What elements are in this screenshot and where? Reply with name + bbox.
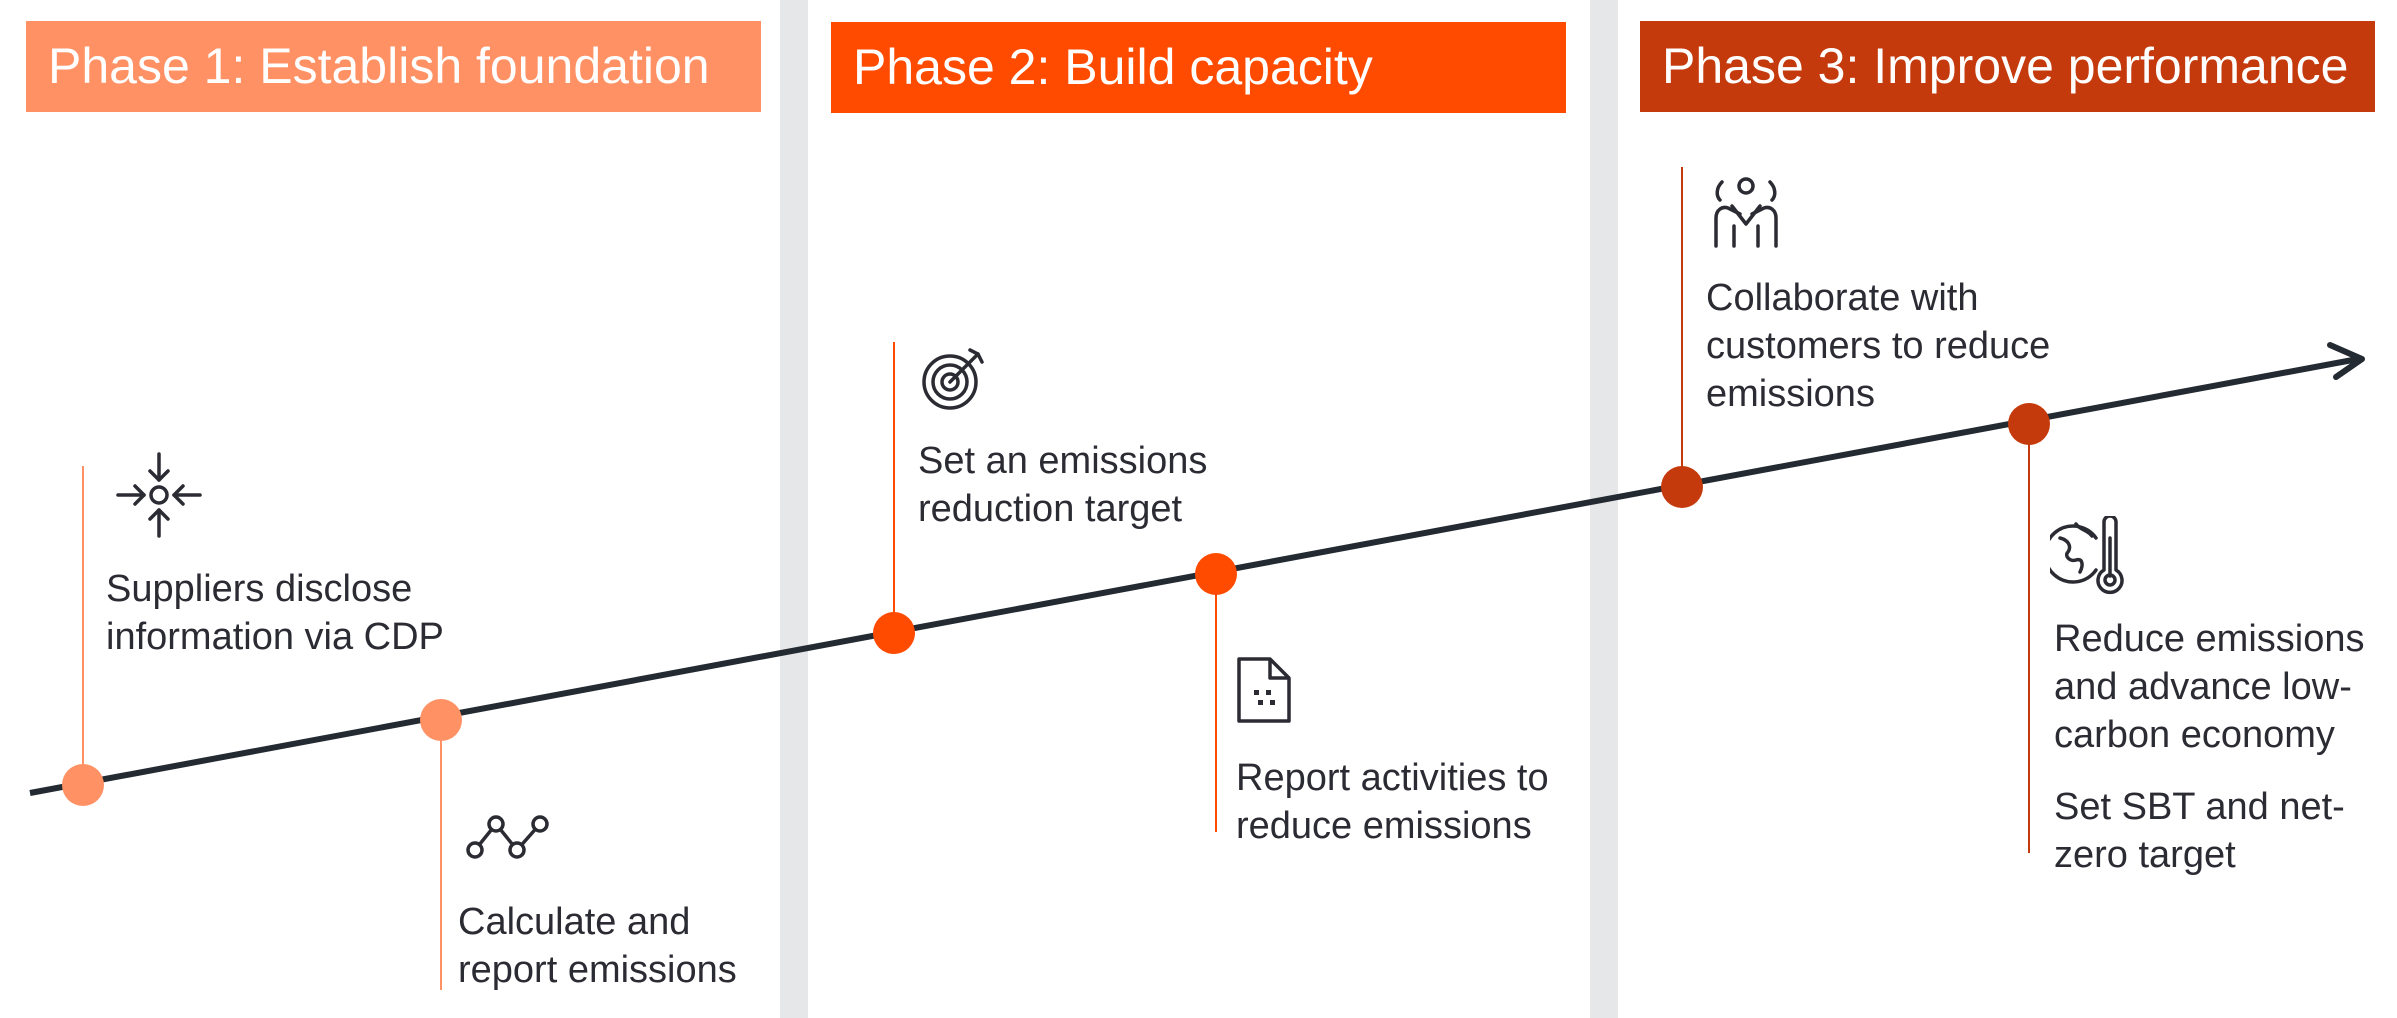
target-icon xyxy=(922,348,984,410)
step-reduce-emissions: Reduce emissions and advance low-carbon … xyxy=(2054,618,2365,756)
milestone-dot-3 xyxy=(873,612,915,654)
phase-divider-1 xyxy=(780,0,808,1018)
milestone-dot-6 xyxy=(2008,403,2050,445)
step-report-activities: Report activities to reduce emissions xyxy=(1236,757,1549,847)
phase-3-header: Phase 3: Improve performance xyxy=(1640,21,2375,112)
milestone-dot-4 xyxy=(1195,553,1237,595)
people-collaborate-icon xyxy=(1714,177,1778,248)
milestone-dot-1 xyxy=(62,764,104,806)
arrows-converge-icon xyxy=(116,452,202,538)
step-set-sbt: Set SBT and net-zero target xyxy=(2054,786,2345,876)
timeline-line xyxy=(29,356,2359,796)
document-icon xyxy=(1237,657,1291,723)
globe-thermometer-icon xyxy=(2050,516,2124,595)
phase-2-header: Phase 2: Build capacity xyxy=(831,22,1566,113)
phase-divider-2 xyxy=(1590,0,1618,1018)
phase-1-header: Phase 1: Establish foundation xyxy=(26,21,761,112)
step-calculate-report: Calculate and report emissions xyxy=(458,901,737,991)
milestone-dot-5 xyxy=(1661,466,1703,508)
line-graph-icon xyxy=(466,815,549,859)
step-collaborate-customers: Collaborate with customers to reduce emi… xyxy=(1706,277,2051,415)
step-suppliers-disclose: Suppliers disclose information via CDP xyxy=(106,568,444,658)
timeline-arrowhead xyxy=(2327,342,2365,380)
step-set-target: Set an emissions reduction target xyxy=(918,440,1208,530)
milestone-dot-2 xyxy=(420,699,462,741)
